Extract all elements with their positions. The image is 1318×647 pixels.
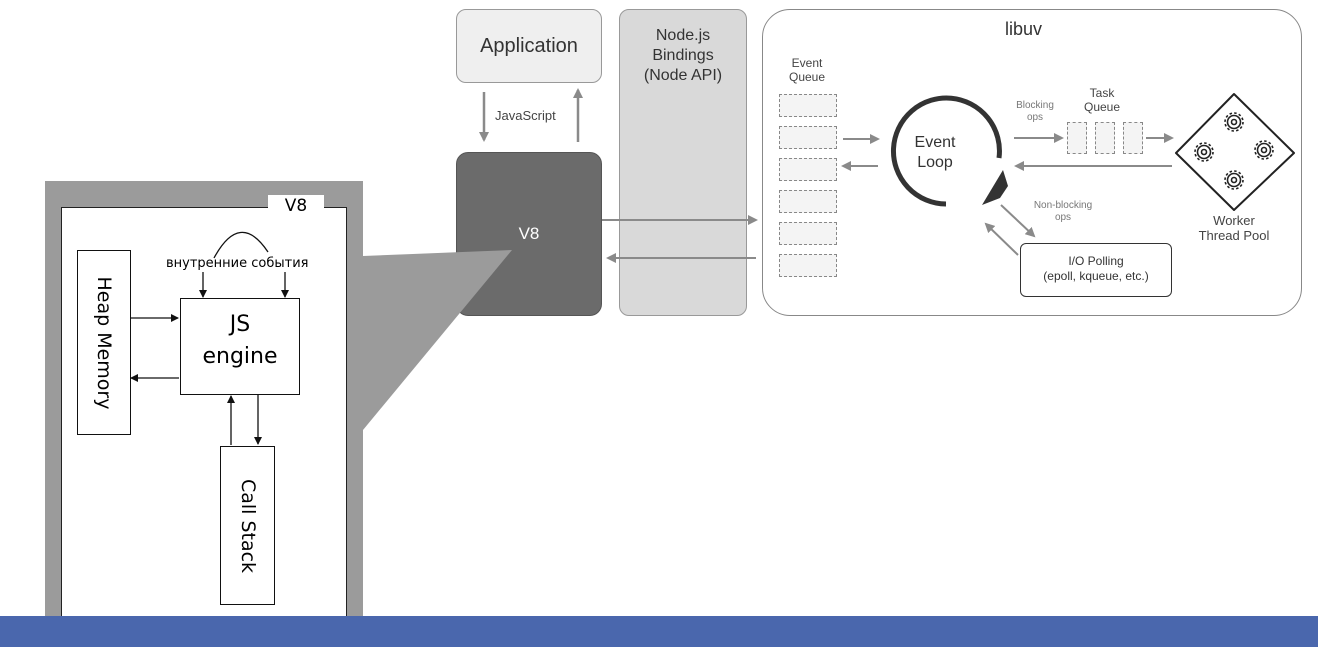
event-queue-slot <box>779 190 837 213</box>
gear-icon <box>1254 140 1274 160</box>
gear-icon <box>1224 170 1244 190</box>
worker-pool-line-1: Worker <box>1213 213 1255 228</box>
task-queue-line-1: Task <box>1089 86 1115 100</box>
worker-pool-line-2: Thread Pool <box>1198 228 1270 243</box>
application-box: Application <box>456 9 602 83</box>
worker-pool-label: Worker Thread Pool <box>1188 213 1280 243</box>
event-queue-slot <box>779 94 837 117</box>
task-queue-label: Task Queue <box>1074 86 1130 114</box>
bottom-bar <box>0 616 1318 647</box>
blocking-line-1: Blocking <box>1016 100 1054 111</box>
event-queue-slot <box>779 158 837 181</box>
bindings-line-3: (Node API) <box>643 67 723 84</box>
event-queue-slot <box>779 222 837 245</box>
js-engine-line-2: engine <box>202 344 278 369</box>
gear-icon <box>1224 112 1244 132</box>
call-stack-box: Call Stack <box>220 446 275 605</box>
blocking-ops-label: Blocking ops <box>1008 100 1062 124</box>
application-label: Application <box>480 34 578 57</box>
event-loop-line-1: Event <box>914 134 956 151</box>
v8-label: V8 <box>518 224 540 243</box>
gear-icon <box>1194 142 1214 162</box>
task-queue-slot <box>1095 122 1115 154</box>
task-queue-line-2: Queue <box>1083 100 1121 114</box>
worker-pool-diamond <box>1175 93 1295 211</box>
js-engine-line-1: JS <box>229 312 251 337</box>
event-queue-line-2: Queue <box>788 70 826 84</box>
non-blocking-ops-label: Non-blocking ops <box>1026 200 1100 224</box>
event-loop-arrowhead <box>982 170 1008 205</box>
non-blocking-line-1: Non-blocking <box>1033 200 1093 211</box>
v8-panel-tag: V8 <box>268 195 324 217</box>
javascript-label: JavaScript <box>495 108 556 123</box>
event-queue-slot <box>779 254 837 277</box>
heap-memory-box: Heap Memory <box>77 250 131 435</box>
blocking-line-2: ops <box>1026 112 1044 123</box>
event-queue-label: Event Queue <box>776 56 838 84</box>
task-queue-slot <box>1067 122 1087 154</box>
io-polling-line-2: (epoll, kqueue, etc.) <box>1043 269 1149 283</box>
zoom-connector <box>363 250 512 430</box>
event-loop-line-2: Loop <box>917 154 953 171</box>
node-bindings-box: Node.js Bindings (Node API) <box>619 9 747 316</box>
task-queue-slot <box>1123 122 1143 154</box>
non-blocking-line-2: ops <box>1054 212 1072 223</box>
libuv-title: libuv <box>1005 19 1043 39</box>
internal-events-label: внутренние события <box>166 256 309 271</box>
arrow-io-to-loop <box>984 222 1019 256</box>
event-loop-circle <box>890 95 1002 207</box>
io-polling-line-1: I/O Polling <box>1068 254 1124 268</box>
js-engine-box: JS engine <box>180 298 300 395</box>
v8-box: V8 <box>456 152 602 316</box>
bindings-line-1: Node.js <box>655 27 711 44</box>
internal-events-arc <box>213 231 269 259</box>
arrow-loop-to-io <box>1000 204 1036 238</box>
event-queue-line-1: Event <box>791 56 823 70</box>
event-queue-slot <box>779 126 837 149</box>
bindings-line-2: Bindings <box>652 47 714 64</box>
io-polling-box: I/O Polling (epoll, kqueue, etc.) <box>1020 243 1172 297</box>
event-loop-label: Event Loop <box>890 133 980 173</box>
